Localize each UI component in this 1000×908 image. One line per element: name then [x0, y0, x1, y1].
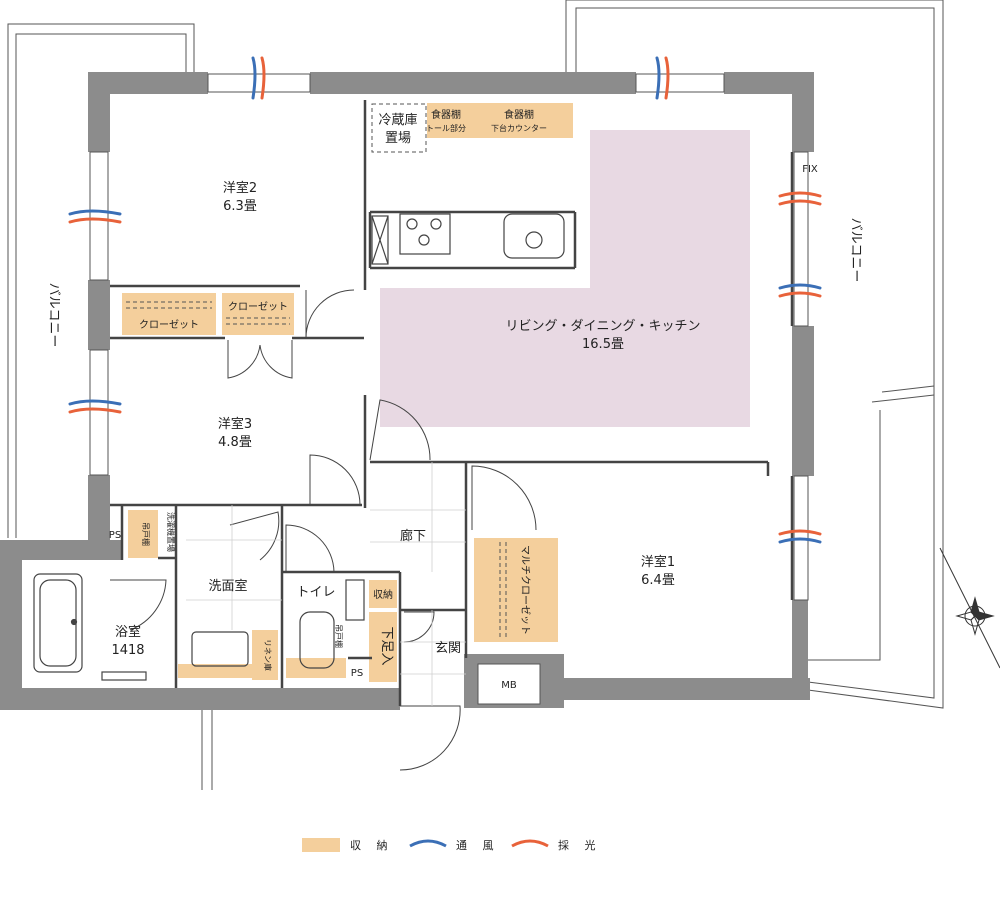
balcony-outlines	[7, 0, 944, 790]
mb-box	[477, 663, 541, 705]
room-bath-name: 浴室	[115, 624, 141, 640]
hallway-tiles	[186, 462, 466, 706]
cupboard-low-label-2: 下台カウンター	[491, 123, 547, 133]
room-western2-name: 洋室2	[223, 180, 257, 196]
room-hallway-name: 廊下	[400, 528, 426, 544]
ps-bottom-label: PS	[351, 668, 363, 679]
legend-ventilation-swatch	[409, 839, 447, 848]
mb-label: MB	[501, 680, 517, 691]
washer-space-label: 洗濯機置場	[166, 512, 176, 552]
interior-walls	[110, 100, 794, 706]
legend-storage-label: 収 納	[350, 839, 394, 852]
ldk-floor	[380, 130, 750, 427]
room-toilet-name: トイレ	[296, 585, 335, 600]
ps-left-label: PS	[109, 530, 121, 541]
door-swings	[110, 289, 537, 771]
cupboard-low-label-1: 食器棚	[504, 108, 534, 121]
fridge-label-2: 置場	[385, 131, 411, 146]
room-bath-size: 1418	[111, 643, 144, 658]
legend-daylight-label: 採 光	[558, 838, 602, 852]
room-western2-size: 6.3畳	[223, 199, 257, 214]
cupboard-tall-label-2: トール部分	[426, 123, 466, 133]
kitchen-fixtures	[371, 213, 565, 265]
outer-walls	[0, 72, 814, 710]
closet-left-label: クローゼット	[139, 319, 199, 331]
room-washroom-name: 洗面室	[208, 578, 247, 594]
room-ldk-name: リビング・ダイニング・キッチン	[505, 319, 700, 334]
room-western3-name: 洋室3	[218, 416, 252, 432]
room-western1-name: 洋室1	[641, 554, 675, 570]
room-entrance-name: 玄関	[435, 641, 461, 656]
legend-ventilation-label: 通 風	[456, 839, 500, 852]
shoe-box-label: 下足入	[379, 626, 394, 665]
storage-label: 収納	[373, 588, 393, 601]
storage-dashes	[126, 103, 507, 638]
room-ldk-size: 16.5畳	[582, 337, 624, 352]
linen-label: リネン庫	[263, 639, 273, 671]
balcony-left-label: バルコニー	[46, 283, 61, 348]
toilet-hanging-shelf-label: 吊戸棚	[334, 624, 344, 648]
hanging-shelf-label: 吊戸棚	[141, 522, 151, 546]
fridge-label-1: 冷蔵庫	[378, 113, 417, 128]
closet-right-label: クローゼット	[228, 301, 288, 313]
cupboard-tall-label-1: 食器棚	[431, 108, 461, 121]
window-frames	[89, 73, 809, 601]
legend-daylight-swatch	[511, 839, 549, 848]
ventilation-marks	[68, 56, 822, 544]
multi-closet-label: マルチクローゼット	[519, 545, 531, 635]
legend-storage-swatch	[302, 838, 340, 852]
sanitary-fixtures	[33, 573, 365, 681]
compass-icon	[939, 547, 1000, 669]
room-western1-size: 6.4畳	[641, 573, 675, 588]
balcony-right-label: バルコニー	[848, 218, 863, 283]
legend: 収 納 通 風 採 光	[302, 838, 602, 852]
room-western3-size: 4.8畳	[218, 435, 252, 450]
fix-label: FIX	[802, 164, 818, 175]
